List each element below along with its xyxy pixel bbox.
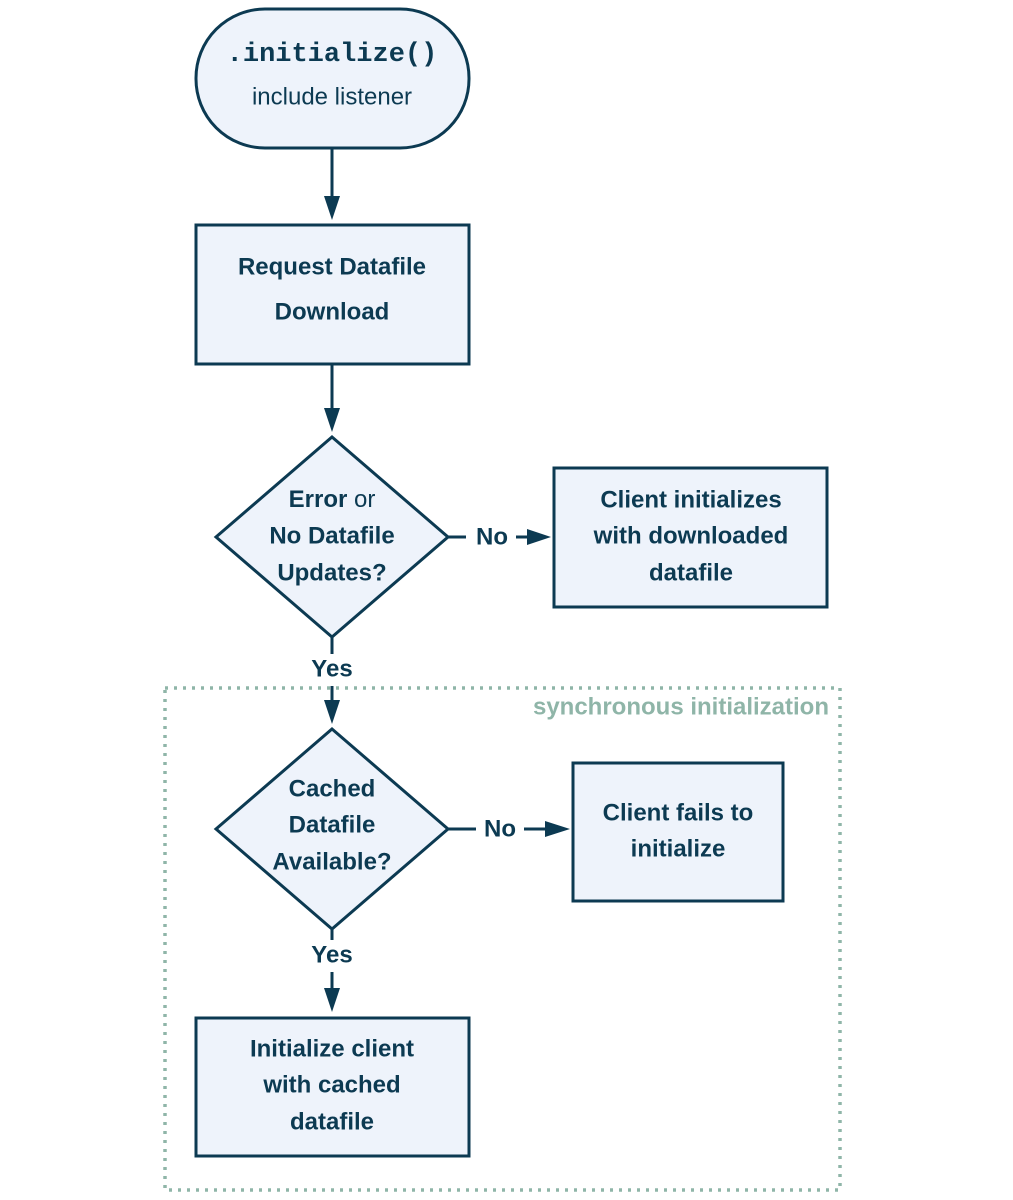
edge-label-error-yes: Yes [311,655,352,682]
start-sub-label: include listener [252,83,412,110]
edge-cached-no [448,821,570,837]
init-cached-line3: datafile [290,1108,374,1135]
decision-error-line1: Error or [289,486,376,513]
init-cached-line2: with cached [262,1071,400,1098]
request-label-line1: Request Datafile [238,253,426,280]
decision-cached-line1: Cached [289,775,376,802]
edge-label-cached-no: No [484,815,516,842]
edge-label-cached-yes: Yes [311,941,352,968]
client-fails-node: Client fails to initialize [571,761,785,903]
edge-error-yes [324,637,340,724]
start-method-label: .initialize() [227,40,438,70]
edge-label-error-no: No [476,523,508,550]
client-initializes-line3: datafile [649,559,733,586]
decision-error-line1-rest: or [347,486,375,513]
start-node: .initialize() include listener [194,7,471,150]
client-fails-line1: Client fails to [603,799,754,826]
group-label: synchronous initialization [533,693,829,720]
decision-error-line2: No Datafile [269,522,394,549]
edge-request-to-decision [324,364,340,432]
decision-error-line3: Updates? [277,559,386,586]
init-cached-node: Initialize client with cached datafile [194,1016,471,1158]
decision-error-line1-bold: Error [289,486,348,513]
request-label-line2: Download [275,298,390,325]
edge-error-no [448,529,551,545]
synchronous-init-group [163,686,842,1192]
init-cached-line1: Initialize client [250,1035,414,1062]
client-initializes-line1: Client initializes [600,486,781,513]
decision-cached-node: Cached Datafile Available? [213,727,451,931]
request-node: Request Datafile Download [194,223,471,366]
client-fails-line2: initialize [631,835,726,862]
decision-cached-line2: Datafile [289,811,376,838]
decision-error-node: Error or No Datafile Updates? [213,435,451,639]
edge-start-to-request [324,148,340,220]
client-initializes-node: Client initializes with downloaded dataf… [552,466,829,609]
client-initializes-line2: with downloaded [593,522,789,549]
decision-cached-line3: Available? [272,848,391,875]
